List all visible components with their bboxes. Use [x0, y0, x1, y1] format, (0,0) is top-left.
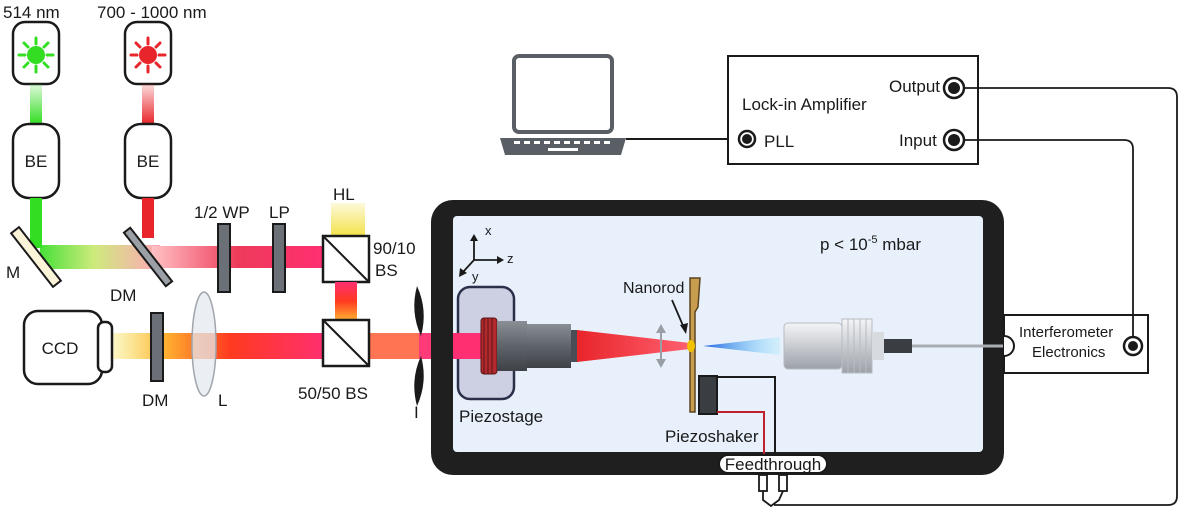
- nanorod: [687, 340, 695, 352]
- green-beam-mid: [30, 198, 42, 248]
- input-cable: [964, 139, 1134, 337]
- half-wave-plate: 1/2 WP: [194, 203, 250, 293]
- green-laser-icon: [17, 36, 55, 74]
- interferometer-electronics: Interferometer Electronics: [1003, 314, 1149, 374]
- red-laser: 700 - 1000 nm: [97, 3, 207, 86]
- green-beam-expander: BE: [11, 122, 61, 200]
- beam-splitter-50-50: 50/50 BS: [298, 318, 371, 403]
- green-laser-label: 514 nm: [3, 3, 60, 22]
- red-laser-label: 700 - 1000 nm: [97, 3, 207, 22]
- piezoshaker-label: Piezoshaker: [665, 427, 759, 446]
- interferometer-label-2: Electronics: [1032, 344, 1105, 361]
- pll-label: PLL: [764, 132, 794, 151]
- lens-l: L: [191, 291, 227, 410]
- input-connector: [942, 128, 966, 152]
- nanorod-pointer: [671, 299, 688, 334]
- combined-beam-bottom: [112, 333, 327, 359]
- bs-90-10-label-2: BS: [375, 261, 398, 280]
- red-laser-icon: [129, 36, 167, 74]
- axis-x-label: x: [485, 223, 492, 238]
- vacuum-chamber: [431, 200, 1004, 475]
- input-label: Input: [899, 131, 937, 150]
- focused-beam: [577, 330, 690, 362]
- red-beam-top: [142, 84, 154, 124]
- half-wave-plate-label: 1/2 WP: [194, 203, 250, 222]
- red-beam-mid: [142, 198, 154, 238]
- bs-50-50-label: 50/50 BS: [298, 384, 368, 403]
- nanorod-label: Nanorod: [623, 280, 684, 297]
- dichroic-mirror-top: DM: [110, 226, 174, 305]
- interferometer-connector: [1122, 335, 1144, 357]
- ccd-label: CCD: [42, 339, 79, 358]
- output-cable: [774, 87, 1178, 506]
- piezo-wire-red: [717, 411, 765, 458]
- dichroic-mirror-bottom: DM: [142, 312, 168, 410]
- pressure-label: p < 10-5 mbar: [820, 234, 921, 254]
- lp-label: LP: [269, 203, 290, 222]
- dm-bottom-label: DM: [142, 391, 168, 410]
- feedthrough-label: Feedthrough: [725, 455, 821, 474]
- iris: I: [414, 286, 424, 422]
- axis-z-label: z: [507, 251, 514, 266]
- axis-y-label: y: [472, 269, 479, 284]
- bs-90-10-label-1: 90/10: [373, 239, 416, 258]
- ccd-camera: CCD: [22, 309, 114, 386]
- red-beam-expander: BE: [123, 122, 173, 200]
- piezo-wire-black: [717, 376, 776, 458]
- objective-left: [480, 317, 577, 375]
- axes-indicator: [459, 234, 504, 277]
- red-be-label: BE: [137, 152, 160, 171]
- lock-in-amplifier: Lock-in Amplifier Output Input PLL: [727, 55, 979, 165]
- lockin-title: Lock-in Amplifier: [742, 95, 867, 114]
- lens-label: L: [218, 391, 227, 410]
- pll-connector: [737, 129, 757, 149]
- linear-polarizer: LP: [269, 203, 290, 293]
- green-beam-top: [30, 84, 42, 124]
- iris-label: I: [414, 403, 419, 422]
- piezoshaker: Piezoshaker: [665, 375, 759, 446]
- laptop-icon: [500, 54, 626, 155]
- vertical-beam: [335, 282, 357, 320]
- hl-label: HL: [333, 185, 355, 204]
- mirror-m: M: [6, 225, 63, 289]
- interferometer-label-1: Interferometer: [1019, 324, 1113, 341]
- output-connector: [942, 76, 966, 100]
- feedthrough: Feedthrough: [718, 454, 828, 508]
- objective-right: [783, 318, 912, 374]
- red-beam-horizontal: [152, 246, 324, 268]
- dm-top-label: DM: [110, 286, 136, 305]
- beam-splitter-90-10: 90/10 BS: [321, 234, 416, 284]
- output-label: Output: [889, 77, 940, 96]
- hl-beam: [331, 203, 365, 236]
- mirror-m-label: M: [6, 263, 20, 282]
- oscillation-arrow-icon: [656, 324, 666, 368]
- probe-light: [703, 337, 780, 355]
- cantilever: [689, 277, 701, 413]
- piezostage-label: Piezostage: [459, 407, 543, 426]
- green-laser: 514 nm: [3, 3, 61, 86]
- green-be-label: BE: [25, 152, 48, 171]
- beam-in-chamber: [453, 333, 483, 359]
